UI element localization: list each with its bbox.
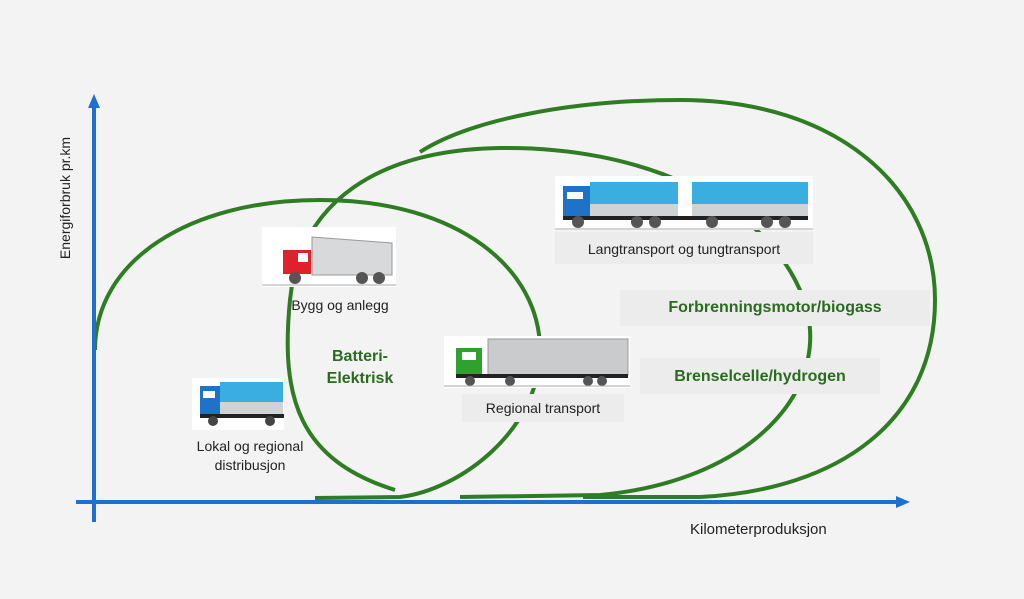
combustion-ellipse bbox=[418, 97, 938, 499]
construction-label: Bygg og anlegg bbox=[291, 297, 389, 313]
battery-label-line1: Batteri- bbox=[331, 348, 388, 365]
fuelcell-ellipse bbox=[285, 145, 813, 499]
combustion-biogas-label: Forbrenningsmotor/biogass bbox=[668, 299, 882, 316]
local-distribution-label-line2: distribusjon bbox=[214, 457, 286, 473]
y-axis-arrow-icon bbox=[88, 94, 100, 108]
longhaul-label-panel bbox=[555, 232, 813, 264]
y-axis-label: Energiforbruk pr.km bbox=[57, 136, 73, 260]
blue-box-truck-icon bbox=[192, 378, 284, 430]
fuelcell-hydrogen-label: Brenselcelle/hydrogen bbox=[674, 368, 846, 385]
x-axis-arrow-icon bbox=[896, 496, 910, 508]
blue-truck-trailer-icon bbox=[555, 176, 813, 230]
local-distribution-label-line1: Lokal og regional bbox=[196, 438, 304, 454]
red-dump-truck-icon bbox=[262, 227, 396, 287]
battery-electric-ellipse bbox=[93, 197, 543, 500]
local-distribution-label: Lokal og regional distribusjon bbox=[160, 437, 340, 475]
regional-transport-label: Regional transport bbox=[485, 400, 601, 416]
battery-electric-label: Batteri- Elektrisk bbox=[300, 346, 420, 390]
longhaul-transport-label: Langtransport og tungtransport bbox=[587, 241, 781, 257]
x-axis-label: Kilometerproduksjon bbox=[690, 521, 827, 538]
green-container-semi-truck-icon bbox=[444, 336, 630, 388]
fuelcell-label-panel bbox=[640, 358, 880, 394]
combustion-label-panel bbox=[620, 290, 930, 326]
battery-label-line2: Elektrisk bbox=[326, 370, 394, 387]
regional-label-panel bbox=[462, 394, 624, 422]
